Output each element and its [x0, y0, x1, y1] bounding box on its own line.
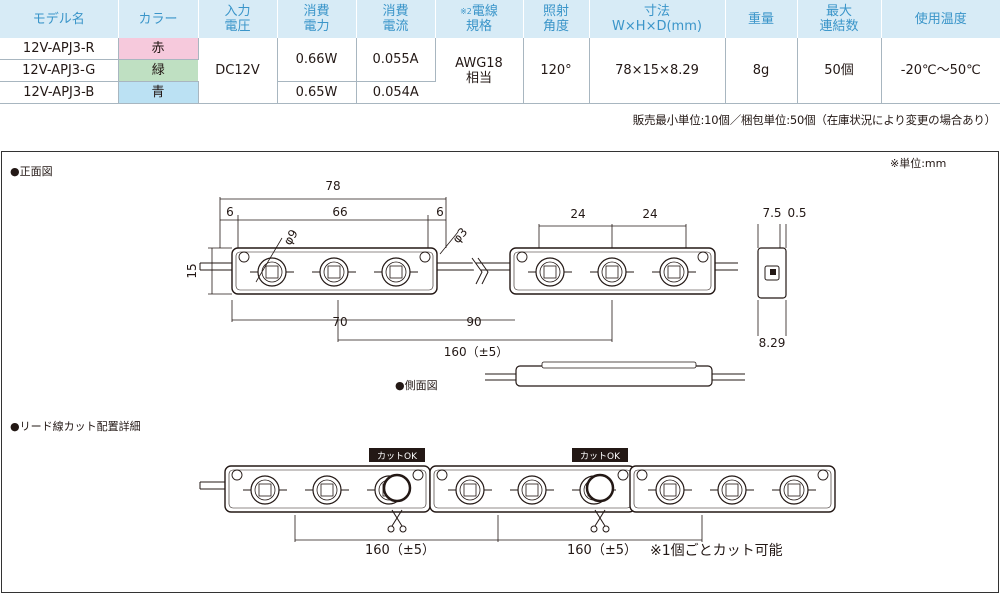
dim-hole-small: φ3	[450, 225, 471, 246]
cut-ok-label-2: カットOK	[580, 451, 621, 462]
header-voltage: 入力 電圧	[197, 0, 277, 38]
cut-layout-title: ●リード線カット配置詳細	[10, 419, 141, 433]
header-wire: ※2電線 規格	[434, 0, 523, 38]
current-cell: 0.054A	[356, 81, 435, 104]
dim-depth1: 7.5	[762, 206, 781, 220]
dim-left-margin: 6	[226, 205, 234, 219]
header-color: カラー	[117, 0, 198, 38]
break-symbol	[471, 257, 483, 285]
scissors-icon	[387, 509, 407, 533]
front-view-title: ●正面図	[10, 165, 53, 178]
dim-led-pitch1: 24	[570, 207, 585, 221]
angle-cell: 120°	[523, 38, 590, 104]
header-temp: 使用温度	[880, 0, 1000, 38]
side-view-title: ●側面図	[395, 379, 438, 392]
header-angle: 照射 角度	[522, 0, 589, 38]
cut-pitch-2: 160（±5）	[567, 543, 637, 558]
header-weight: 重量	[724, 0, 797, 38]
header-model: モデル名	[0, 0, 118, 38]
color-cell: 赤	[118, 38, 199, 60]
end-view	[757, 224, 787, 336]
max-link-cell: 50個	[797, 38, 882, 104]
spec-table: モデル名 カラー 入力 電圧 消費 電力 消費 電流 ※2電線 規格 照射 角度…	[0, 0, 1000, 104]
temp-cell: -20℃〜50℃	[881, 38, 1000, 104]
cut-note: ※1個ごとカット可能	[650, 543, 783, 559]
current-cell: 0.055A	[356, 38, 436, 82]
cut-ok-badge-2	[572, 448, 628, 462]
header-max-link: 最大 連結数	[796, 0, 881, 38]
header-current: 消費 電流	[355, 0, 435, 38]
dim-lead2: 90	[466, 315, 481, 329]
cut-pitch-1: 160（±5）	[365, 543, 435, 558]
table-row: 12V-APJ3-R 赤 DC12V 0.66W 0.055A AWG18 相当…	[0, 38, 1000, 104]
wire-cell: AWG18 相当	[435, 38, 524, 104]
color-cell: 青	[118, 81, 199, 104]
sales-note: 販売最小単位:10個／梱包単位:50個（在庫状況により変更の場合あり）	[632, 113, 996, 127]
cut-point-2	[585, 473, 615, 503]
model-cell: 12V-APJ3-B	[0, 81, 119, 104]
dim-link-pitch: 160（±5）	[444, 345, 509, 359]
model-cell: 12V-APJ3-G	[0, 59, 119, 82]
dim-depth-total: 8.29	[759, 336, 786, 350]
cut-ok-label-1: カットOK	[377, 451, 418, 462]
dim-lead1: 70	[332, 315, 347, 329]
dim-led-pitch2: 24	[642, 207, 657, 221]
header-size: 寸法 W×H×D(mm)	[588, 0, 725, 38]
power-cell: 0.66W	[277, 38, 357, 82]
table-row: 12V-APJ3-G 緑	[0, 59, 1000, 82]
size-cell: 78×15×8.29	[589, 38, 726, 104]
header-power: 消費 電力	[276, 0, 356, 38]
voltage-cell: DC12V	[198, 38, 278, 104]
table-row: 12V-APJ3-B 青 0.65W 0.054A	[0, 81, 1000, 104]
dim-height: 15	[185, 263, 199, 278]
cut-ok-badge-1	[369, 448, 425, 462]
dim-depth2: 0.5	[787, 206, 806, 220]
cut-point-1	[382, 473, 412, 503]
side-view	[485, 361, 745, 387]
dim-pitch-span: 66	[332, 205, 347, 219]
module-front-right	[510, 248, 715, 294]
color-cell: 緑	[118, 59, 198, 82]
dim-hole-dia: φ9	[281, 227, 301, 248]
module-cut-3	[630, 466, 835, 512]
unit-note: ※単位:mm	[890, 156, 946, 170]
dim-right-margin: 6	[436, 205, 444, 219]
model-cell: 12V-APJ3-R	[0, 38, 119, 60]
drawing-frame	[1, 151, 999, 593]
power-cell: 0.65W	[277, 81, 357, 104]
dim-total: 78	[325, 179, 340, 193]
weight-cell: 8g	[725, 38, 798, 104]
scissors-icon	[590, 509, 610, 533]
